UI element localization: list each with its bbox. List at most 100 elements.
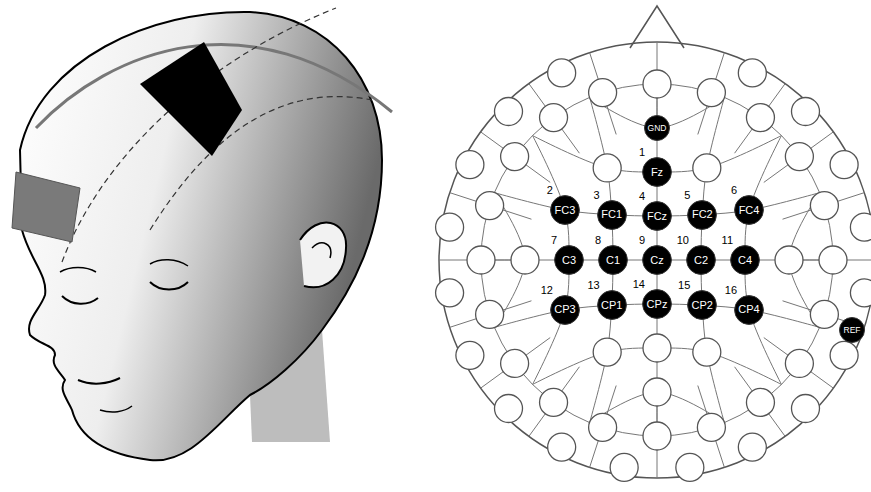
empty-site [810, 192, 838, 220]
empty-site [791, 394, 819, 422]
electrode-site: FCz [642, 201, 672, 231]
grid-line [764, 132, 834, 183]
electrode-label: C1 [606, 255, 620, 266]
electrode-site: C2 [686, 245, 716, 275]
electrode-site: CPz [642, 289, 672, 319]
electrode-site: C1 [598, 245, 628, 275]
empty-site [697, 79, 725, 107]
empty-site [593, 338, 621, 366]
empty-site [548, 433, 576, 461]
empty-site [819, 246, 847, 274]
empty-site [775, 246, 803, 274]
empty-site [643, 378, 671, 406]
empty-site [501, 143, 529, 171]
active-electrode [140, 42, 242, 156]
channel-number: 1 [638, 147, 646, 158]
channel-number: 6 [730, 185, 738, 196]
empty-site [456, 151, 484, 179]
empty-site [697, 413, 725, 441]
ear [300, 223, 346, 288]
empty-site [610, 453, 638, 481]
electrode-site: CP1 [597, 290, 627, 320]
empty-site [791, 98, 819, 126]
head-illustration [12, 8, 392, 460]
electrode-label: FC1 [601, 209, 622, 220]
channel-number: 13 [586, 280, 600, 291]
empty-site [501, 349, 529, 377]
electrode-site: FC4 [734, 195, 764, 225]
channel-number: 16 [724, 285, 738, 296]
electrode-site: REF [839, 317, 865, 343]
electrode-site: CP4 [734, 295, 764, 325]
channel-number: 9 [638, 235, 646, 246]
grid-line [735, 84, 786, 154]
empty-site [693, 154, 721, 182]
empty-site [643, 422, 671, 450]
electrode-label: GND [648, 124, 667, 133]
electrode-site: CP2 [687, 290, 717, 320]
electrode-site: C4 [730, 245, 760, 275]
electrode-label: FC2 [692, 209, 713, 220]
channel-number: 12 [540, 285, 554, 296]
electrode-label: CP3 [554, 304, 575, 315]
electrode-label: CPz [647, 299, 668, 310]
empty-site [850, 279, 871, 307]
eye [150, 282, 188, 290]
empty-site [643, 70, 671, 98]
channel-number: 4 [638, 191, 646, 202]
grid-line [735, 367, 786, 437]
grid-line [481, 132, 551, 183]
empty-site [495, 98, 523, 126]
electrode-site: FC3 [550, 195, 580, 225]
grid-line [764, 338, 834, 389]
empty-site [830, 341, 858, 369]
electrode-site: GND [644, 115, 670, 141]
head-outline [20, 12, 382, 460]
grid-ring [481, 84, 833, 436]
empty-site [676, 453, 704, 481]
channel-number: 3 [593, 190, 601, 201]
cap-line [62, 8, 336, 262]
electrode-label: FCz [647, 211, 667, 222]
channel-number: 11 [721, 235, 734, 246]
channel-number: 14 [632, 279, 646, 290]
eye [62, 296, 98, 304]
empty-site [540, 388, 568, 416]
empty-site [593, 154, 621, 182]
channel-number: 8 [594, 235, 602, 246]
electrode-label: CP2 [692, 300, 713, 311]
empty-site [643, 334, 671, 362]
brow [60, 260, 188, 272]
electrode-site: CP3 [550, 295, 580, 325]
electrode-label: FC4 [739, 205, 760, 216]
empty-site [511, 246, 539, 274]
empty-site [476, 192, 504, 220]
electrode-label: REF [844, 326, 861, 335]
empty-site [693, 338, 721, 366]
channel-number: 15 [677, 280, 691, 291]
empty-site [738, 59, 766, 87]
electrode-label: FC3 [555, 205, 576, 216]
empty-site [785, 143, 813, 171]
empty-site [589, 79, 617, 107]
empty-site [746, 104, 774, 132]
channel-number: 10 [676, 235, 690, 246]
electrode-site: FC1 [597, 200, 627, 230]
electrode-label: Fz [651, 167, 663, 178]
empty-site [810, 300, 838, 328]
mouth [78, 378, 120, 384]
empty-site [589, 413, 617, 441]
channel-number: 2 [546, 185, 554, 196]
empty-site [436, 213, 464, 241]
channel-number: 7 [550, 235, 558, 246]
empty-site [495, 394, 523, 422]
empty-site [850, 213, 871, 241]
electrode-label: CP1 [601, 300, 622, 311]
electrode-site: Cz [642, 245, 672, 275]
reference-electrode [12, 172, 80, 242]
empty-site [436, 279, 464, 307]
electrode-site: Fz [642, 157, 672, 187]
grid-line [529, 84, 580, 154]
electrode-site: C3 [554, 245, 584, 275]
empty-site [738, 433, 766, 461]
